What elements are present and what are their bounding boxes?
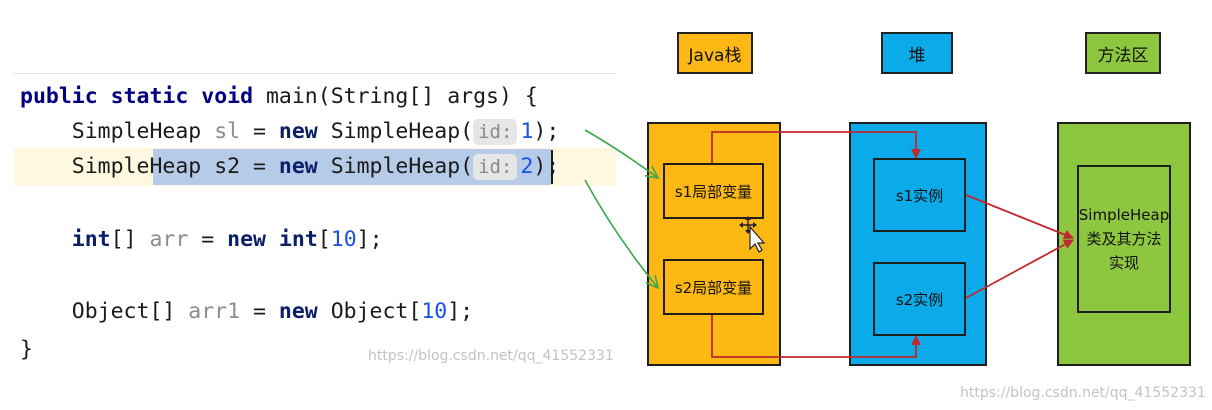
type-name: Object[] [71, 299, 189, 324]
text-caret [551, 150, 553, 184]
keyword-int: int [278, 227, 318, 252]
assign-op: = [188, 227, 228, 252]
java-stack-column [647, 122, 781, 366]
code-editor[interactable]: public static void main(String[] args) {… [0, 0, 618, 410]
argument-value: 2 [520, 154, 534, 179]
s1-local-variable-box: s1局部变量 [663, 163, 764, 219]
variable-name: sl [214, 119, 241, 144]
simpleheap-class-text: SimpleHeap 类及其方法 实现 [1078, 206, 1170, 272]
code-line-4[interactable]: int[] arr = new int[10]; [20, 223, 383, 257]
variable-name: s2 [214, 154, 241, 179]
parameter-hint: id: [473, 154, 518, 180]
code-line-2[interactable]: SimpleHeap sl = new SimpleHeap(id:1); [20, 115, 559, 149]
watermark-right: https://blog.csdn.net/qq_41552331 [960, 385, 1206, 401]
java-stack-label: Java栈 [677, 32, 753, 74]
heap-label: 堆 [881, 32, 953, 74]
method-area-label: 方法区 [1085, 32, 1161, 74]
simpleheap-class-box: SimpleHeap 类及其方法 实现 [1077, 165, 1171, 313]
keyword-new: new [278, 119, 318, 144]
statement-end: ); [533, 154, 560, 179]
keyword-void: void [201, 84, 254, 109]
s1-instance-box: s1实例 [873, 158, 966, 232]
statement-end: ); [533, 119, 560, 144]
watermark-left: https://blog.csdn.net/qq_41552331 [368, 348, 614, 364]
keyword-static: static [110, 84, 189, 109]
array-size: 10 [421, 299, 448, 324]
method-area-column [1057, 122, 1191, 366]
s2-local-variable-box: s2局部变量 [663, 259, 764, 315]
keyword-int: int [71, 227, 111, 252]
editor-top-border [14, 73, 616, 74]
assign-op: = [240, 299, 279, 324]
assign-op: = [240, 154, 279, 179]
keyword-new: new [278, 299, 318, 324]
array-size: 10 [330, 227, 357, 252]
type-name: SimpleHeap [71, 154, 202, 179]
keyword-new: new [227, 227, 266, 252]
variable-name: arr [149, 227, 189, 252]
statement-end: ]; [447, 299, 474, 324]
constructor-call: SimpleHeap( [317, 154, 474, 179]
open-bracket: [ [317, 227, 331, 252]
code-line-5[interactable]: Object[] arr1 = new Object[10]; [20, 295, 473, 329]
closing-brace: } [20, 337, 33, 362]
s2-instance-box: s2实例 [873, 262, 966, 336]
parameter-hint: id: [473, 119, 518, 145]
type-name: SimpleHeap [71, 119, 202, 144]
assign-op: = [240, 119, 279, 144]
array-brackets: [] [110, 227, 150, 252]
variable-name: arr1 [188, 299, 241, 324]
code-line-1[interactable]: public static void main(String[] args) { [20, 80, 538, 114]
memory-diagram: Java栈 堆 方法区 s1局部变量 s2局部变量 s1实例 s2实例 Simp… [618, 0, 1212, 410]
statement-end: ]; [356, 227, 383, 252]
argument-value: 1 [520, 119, 534, 144]
main-signature: main(String[] args) { [253, 84, 538, 109]
constructor-call: Object[ [317, 299, 422, 324]
code-line-3[interactable]: SimpleHeap s2 = new SimpleHeap(id:2); [20, 150, 559, 184]
keyword-new: new [278, 154, 318, 179]
keyword-public: public [20, 84, 98, 109]
code-line-6[interactable]: } [20, 333, 33, 367]
constructor-call: SimpleHeap( [317, 119, 474, 144]
